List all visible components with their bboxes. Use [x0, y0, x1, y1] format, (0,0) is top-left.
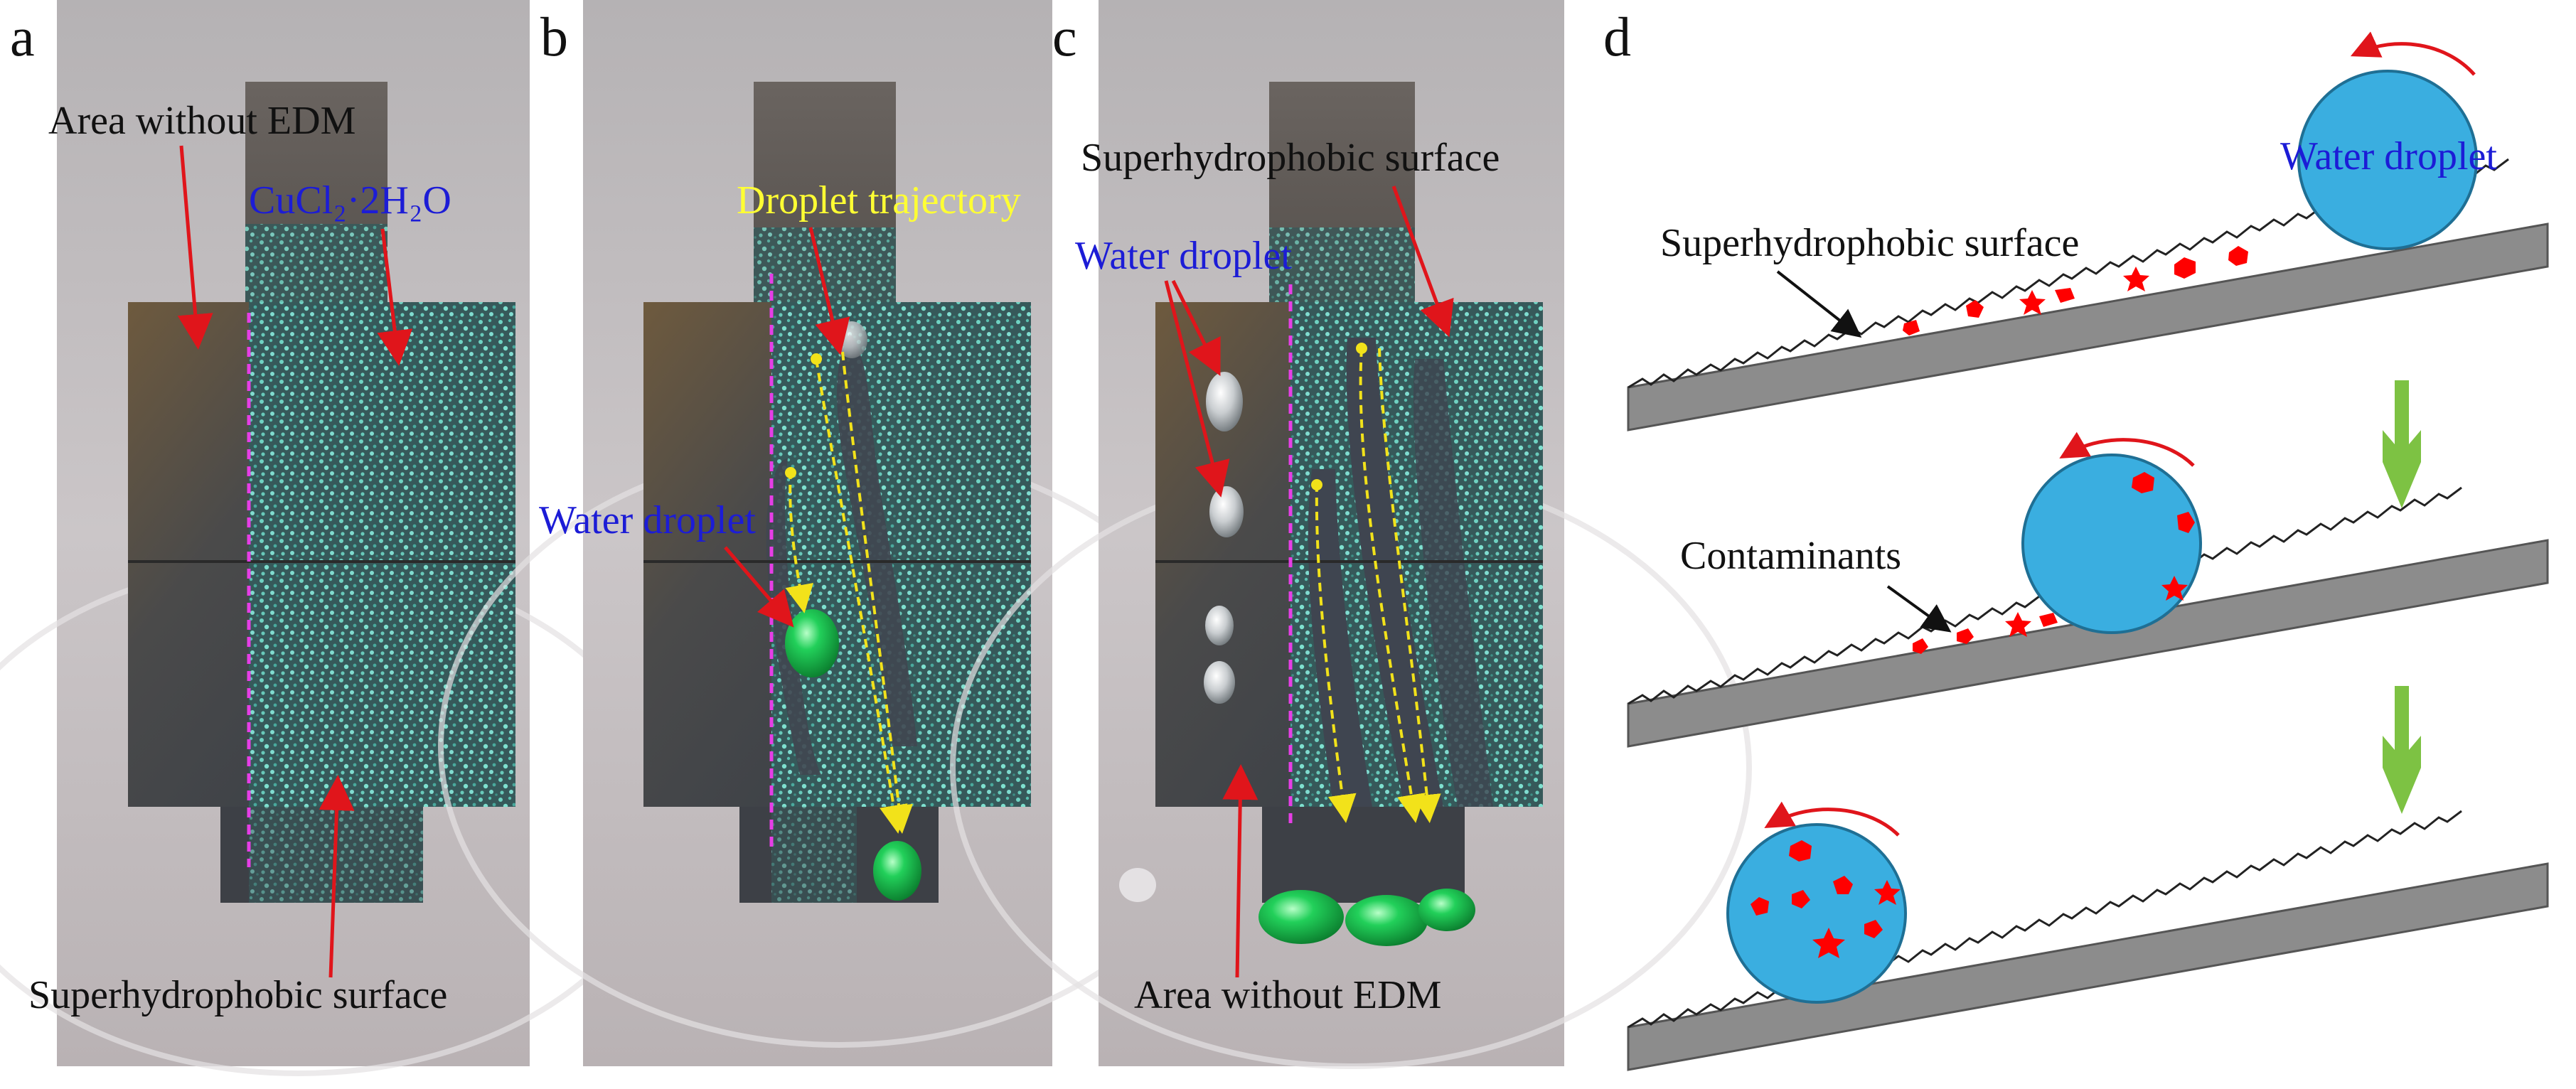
trajectory-start-dot-1 [785, 467, 796, 478]
water-droplet-residue-top [836, 321, 867, 358]
contaminant-2-1 [1913, 638, 1928, 654]
trajectory-arrow-2 [815, 358, 908, 834]
panel-c: c Superhydrophobic surface Water droplet… [950, 0, 1752, 1069]
arrow-water-droplet-c-2 [1164, 280, 1230, 498]
arrow-superhydrophobic-a [319, 775, 355, 978]
contaminant-1-5 [2123, 267, 2149, 291]
label-droplet-trajectory: Droplet trajectory [737, 178, 1021, 222]
down-arrow-1 [2383, 380, 2421, 508]
water-droplet-3 [1726, 823, 1907, 1004]
down-arrow-2 [2383, 686, 2421, 814]
arrow-superhydrophobic-d [1776, 270, 1862, 338]
label-water-droplet-b: Water droplet [539, 498, 756, 542]
arrow-cucl2 [377, 228, 413, 366]
trajectory-arrow-1 [1315, 483, 1357, 823]
water-droplet-green-bottom-2 [1345, 895, 1428, 946]
label-area-without-edm: Area without EDM [48, 99, 356, 143]
trajectory-cleared-path-1 [766, 458, 821, 775]
trajectory-start-dot-1 [1311, 479, 1322, 490]
label-water-droplet-c: Water droplet [1075, 234, 1292, 278]
trajectory-arrow-3 [841, 351, 914, 834]
water-droplet-green-bottom-1 [1258, 890, 1344, 944]
contaminant-1-3 [2019, 290, 2046, 315]
surface-slab-3 [1627, 862, 2549, 1071]
water-droplet-1 [2297, 70, 2478, 250]
water-droplet-green [785, 609, 839, 677]
stage-3 [1627, 801, 2549, 1071]
trajectory-start-dot-2 [811, 353, 822, 365]
panel-letter-c: c [1052, 6, 1077, 68]
panel-letter-a: a [10, 6, 35, 68]
water-droplet-clear-4 [1204, 661, 1235, 704]
label-area-without-edm-c: Area without EDM [1134, 973, 1441, 1017]
contaminant-2-2 [1957, 628, 1974, 644]
contaminant-1-7 [2228, 246, 2248, 266]
panel-letter-b: b [540, 6, 568, 68]
water-droplet-green-bottom [873, 841, 921, 901]
contaminant-in-droplet-3-5 [1874, 880, 1901, 905]
contaminant-2-3 [2005, 612, 2031, 637]
edm-area [249, 302, 515, 807]
contaminant-in-droplet-2-1 [2132, 472, 2154, 493]
panel-d: d Water droplet Superhydrophobic surface [1603, 6, 2549, 1071]
contaminant-in-droplet-3-1 [1789, 840, 1812, 862]
bottom-tab-coating [771, 807, 857, 903]
contaminant-in-droplet-3-6 [1864, 920, 1883, 938]
panel-b: b Droplet trajectory Water droplet [438, 0, 1240, 1066]
contaminant-in-droplet-2-3 [2161, 576, 2188, 601]
arrow-water-droplet-c-1 [1171, 279, 1221, 376]
water-droplet-clear-3 [1205, 606, 1234, 645]
rotation-arrow-2 [2059, 431, 2195, 467]
trajectory-arrow-1 [785, 470, 813, 613]
label-cucl2: CuCl₂·2H₂O [249, 178, 451, 222]
stage-1: Water droplet Superhydrophobic surface [1627, 31, 2549, 431]
trajectory-start-dot-2 [1356, 343, 1367, 354]
water-droplet-clear-outside [1119, 868, 1156, 902]
arrow-water-droplet-b [724, 546, 794, 628]
label-superhydrophobic-d: Superhydrophobic surface [1660, 221, 2079, 265]
contaminant-in-droplet-3-2 [1751, 897, 1769, 916]
panel-a: a Area without EDM CuCl₂·2H₂O Superhydro… [0, 0, 671, 1076]
contaminant-in-droplet-3-3 [1792, 890, 1810, 908]
surface-slab-2 [1627, 539, 2549, 748]
trajectory-cleared-path-2 [837, 334, 917, 746]
water-droplet-clear-1 [1206, 372, 1243, 431]
water-droplet-clear-2 [1209, 486, 1244, 537]
stage-2: Contaminants [1627, 431, 2549, 748]
surface-slab-1 [1627, 222, 2549, 431]
rotation-arrow-1 [2350, 31, 2476, 76]
label-superhydrophobic-c: Superhydrophobic surface [1081, 136, 1500, 180]
arrow-contaminants [1886, 585, 1952, 633]
contaminant-1-4 [2055, 288, 2075, 303]
coating-tab-top [1269, 227, 1415, 302]
arrow-area-without-edm [177, 145, 213, 350]
trajectory-cleared-path-3 [1413, 359, 1493, 807]
trajectory-cleared-path-1 [1308, 469, 1372, 807]
contaminant-2-4 [2039, 613, 2058, 627]
contaminant-1-1 [1903, 320, 1920, 336]
arrow-superhydrophobic-c [1391, 186, 1454, 338]
label-superhydrophobic-a: Superhydrophobic surface [28, 973, 447, 1017]
sample-bottom-tab [1262, 807, 1465, 903]
arrow-area-without-edm-c [1222, 764, 1258, 978]
water-droplet-2 [2021, 454, 2202, 634]
label-water-droplet-d: Water droplet [2280, 134, 2497, 178]
surface-roughness-3 [1628, 810, 2462, 1029]
water-droplet-green-bottom-3 [1418, 889, 1475, 931]
coating-tab-top [245, 224, 388, 302]
arrow-droplet-trajectory [808, 227, 850, 355]
contaminant-1-2 [1966, 300, 1984, 318]
contaminant-in-droplet-2-2 [2177, 512, 2195, 533]
contaminant-in-droplet-3-4 [1833, 876, 1853, 894]
trajectory-cleared-path-2 [1346, 338, 1443, 807]
contaminant-1-6 [2174, 257, 2196, 279]
label-contaminants: Contaminants [1680, 534, 1901, 578]
rotation-arrow-3 [1764, 801, 1900, 837]
panel-letter-d: d [1603, 6, 1631, 68]
contaminant-in-droplet-3-7 [1812, 928, 1845, 958]
